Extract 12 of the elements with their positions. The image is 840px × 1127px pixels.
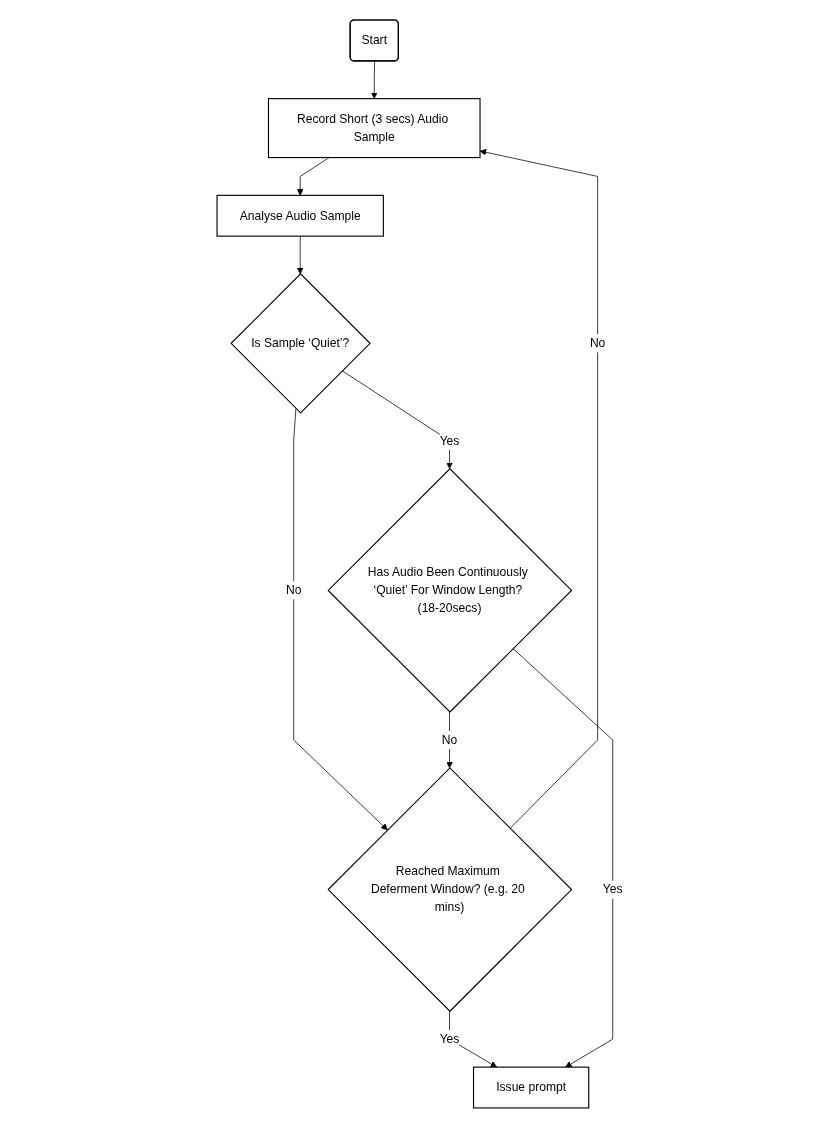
node-diamond: Is Sample ‘Quiet’? <box>230 272 371 414</box>
edge-label: No <box>441 732 458 746</box>
edge-label: Yes <box>439 433 460 447</box>
edge-label: No <box>286 583 302 596</box>
edge-label: No <box>590 336 606 349</box>
edge-label: Yes <box>439 1031 460 1045</box>
node-diamond: Has Audio Been Continuously ‘Quiet’ For Window Length? (18-20secs) <box>327 467 573 713</box>
node-diamond: Reached Maximum Deferment Window? (e.g. 20 mins) <box>327 766 573 1012</box>
node-box: Record Short (3 secs) Audio Sample <box>268 97 481 158</box>
edge-label: Yes <box>603 882 623 896</box>
node-box: Issue prompt <box>473 1066 590 1108</box>
node-box: Analyse Audio Sample <box>216 194 385 237</box>
